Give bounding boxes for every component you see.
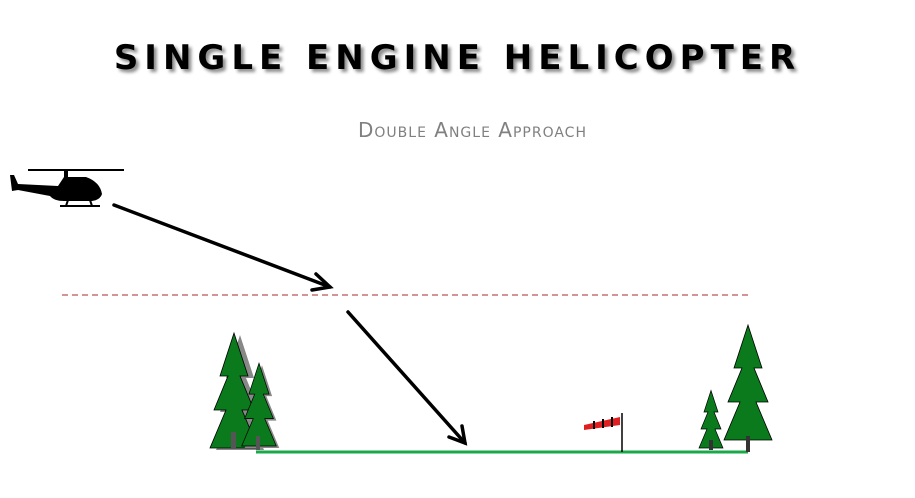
- rotor-mast: [64, 170, 68, 178]
- second-approach-arrow: [346, 310, 468, 446]
- windsock-icon: [584, 413, 623, 452]
- helicopter-icon: [10, 169, 124, 207]
- first-approach-arrow: [112, 203, 334, 292]
- diagram-title: SINGLE ENGINE HELICOPTER: [113, 38, 802, 78]
- pine-tree-icon: [723, 324, 773, 441]
- right-tree-group: [698, 324, 773, 452]
- left-tree-group: [209, 332, 280, 450]
- diagram-subtitle: Double Angle Approach: [358, 118, 587, 142]
- fuselage: [10, 175, 102, 201]
- pine-tree-icon: [698, 390, 724, 449]
